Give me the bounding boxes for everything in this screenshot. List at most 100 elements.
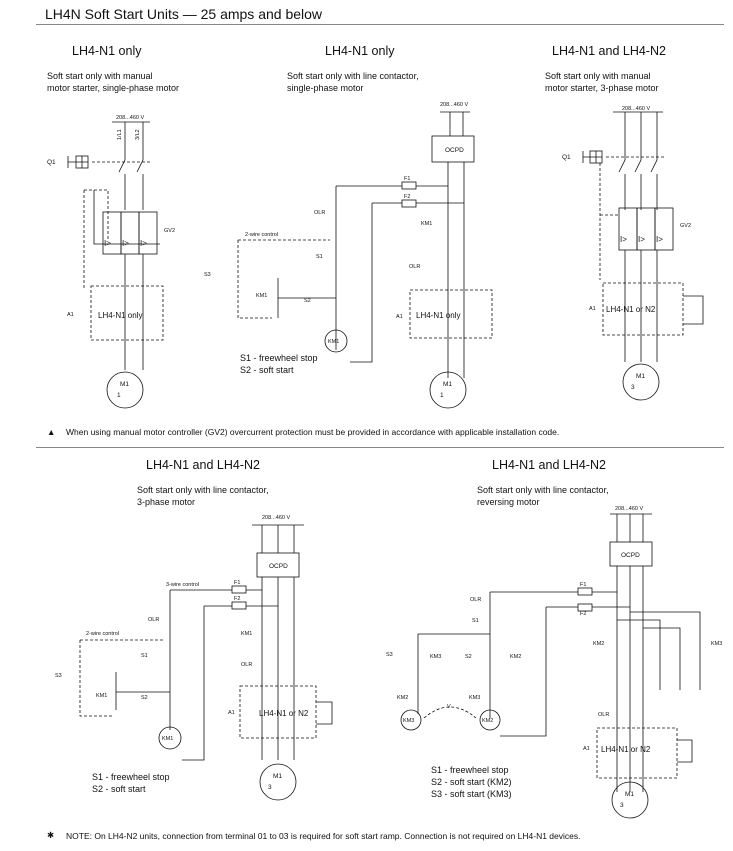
diagram4-heading: LH4-N1 and LH4-N2 [146, 458, 260, 472]
svg-text:OLR: OLR [470, 597, 481, 603]
svg-text:KM1: KM1 [162, 736, 173, 742]
svg-text:S3: S3 [204, 272, 211, 278]
svg-text:OLR: OLR [598, 712, 609, 718]
svg-text:A1: A1 [67, 312, 74, 318]
svg-text:LH4-N1 only: LH4-N1 only [416, 311, 460, 320]
svg-text:3: 3 [268, 784, 272, 791]
svg-text:A1: A1 [228, 710, 235, 716]
svg-text:GV2: GV2 [680, 223, 691, 229]
svg-text:2-wire control: 2-wire control [86, 631, 119, 637]
svg-text:OLR: OLR [314, 210, 325, 216]
svg-text:3: 3 [631, 384, 635, 391]
svg-text:I>: I> [140, 239, 147, 248]
svg-text:I>: I> [122, 239, 129, 248]
svg-text:I>: I> [638, 235, 645, 244]
svg-text:Q1: Q1 [47, 159, 56, 166]
svg-text:F2: F2 [404, 194, 410, 200]
svg-text:208...460 V: 208...460 V [615, 506, 643, 512]
section-rule [36, 447, 724, 448]
svg-text:A1: A1 [583, 746, 590, 752]
diagram5-desc: Soft start only with line contactor,reve… [477, 485, 609, 507]
svg-text:KM2: KM2 [482, 718, 493, 724]
svg-text:KM3: KM3 [403, 718, 414, 724]
svg-text:LH4-N1 only: LH4-N1 only [98, 311, 142, 320]
svg-text:S3: S3 [386, 652, 393, 658]
diagram5-heading: LH4-N1 and LH4-N2 [492, 458, 606, 472]
svg-text:OLR: OLR [148, 617, 159, 623]
diagram5: 208...460 V OCPD F1 F2 OLR S1 S3 KM3 S2 … [386, 506, 722, 819]
svg-text:OCPD: OCPD [269, 563, 288, 570]
svg-text:I>: I> [104, 239, 111, 248]
svg-text:LH4-N1 or N2: LH4-N1 or N2 [606, 305, 656, 314]
triangle-icon: ▲ [47, 427, 56, 437]
diagram4-desc: Soft start only with line contactor,3-ph… [137, 485, 269, 507]
svg-text:KM1: KM1 [241, 631, 252, 637]
gv2-note: When using manual motor controller (GV2)… [66, 427, 560, 437]
svg-text:KM2: KM2 [593, 641, 604, 647]
svg-text:KM3: KM3 [711, 641, 722, 647]
svg-text:A1: A1 [589, 306, 596, 312]
asterisk-icon: ✱ [47, 830, 55, 840]
svg-text:LH4-N1 or N2: LH4-N1 or N2 [259, 709, 309, 718]
svg-text:S3: S3 [55, 673, 62, 679]
svg-text:2-wire control: 2-wire control [245, 232, 278, 238]
svg-text:1/L1: 1/L1 [117, 129, 123, 140]
title-rule [36, 24, 724, 25]
svg-text:I>: I> [620, 235, 627, 244]
svg-text:KM1: KM1 [328, 339, 339, 345]
n2-note: NOTE: On LH4-N2 units, connection from t… [66, 831, 581, 841]
svg-text:F2: F2 [580, 611, 586, 617]
svg-text:208...460 V: 208...460 V [622, 106, 650, 112]
svg-text:LH4-N1 or N2: LH4-N1 or N2 [601, 745, 651, 754]
diagram2-heading: LH4-N1 only [325, 44, 395, 58]
svg-text:F1: F1 [234, 580, 240, 586]
svg-text:F1: F1 [404, 176, 410, 182]
svg-text:208...460 V: 208...460 V [116, 115, 144, 121]
svg-text:OCPD: OCPD [445, 147, 464, 154]
diagram2-desc: Soft start only with line contactor,sing… [287, 71, 419, 93]
svg-text:3: 3 [620, 802, 624, 809]
diagram3: 208...460 V Q1 I> I> I> GV2 A1 LH4-N1 or… [562, 106, 704, 401]
svg-text:F2: F2 [234, 596, 240, 602]
svg-text:KM3: KM3 [469, 695, 480, 701]
svg-text:GV2: GV2 [164, 228, 175, 234]
svg-text:S2: S2 [465, 654, 472, 660]
svg-text:Q1: Q1 [562, 154, 571, 161]
svg-text:KM1: KM1 [96, 693, 107, 699]
svg-text:1: 1 [440, 392, 444, 399]
svg-text:M1: M1 [636, 373, 645, 380]
svg-text:KM1: KM1 [421, 221, 432, 227]
svg-text:S2: S2 [141, 695, 148, 701]
svg-text:A1: A1 [396, 314, 403, 320]
diagram1-heading: LH4-N1 only [72, 44, 142, 58]
svg-text:KM2: KM2 [510, 654, 521, 660]
svg-text:OLR: OLR [409, 264, 420, 270]
svg-text:I>: I> [656, 235, 663, 244]
svg-text:208...460 V: 208...460 V [262, 515, 290, 521]
svg-text:3/L2: 3/L2 [135, 129, 141, 140]
svg-text:KM2: KM2 [397, 695, 408, 701]
svg-text:M1: M1 [625, 791, 634, 798]
page-title: LH4N Soft Start Units — 25 amps and belo… [45, 6, 323, 22]
svg-text:OCPD: OCPD [621, 552, 640, 559]
svg-text:1: 1 [117, 392, 121, 399]
svg-text:V: V [447, 704, 451, 710]
svg-text:S1: S1 [316, 254, 323, 260]
svg-text:M1: M1 [273, 773, 282, 780]
svg-text:F1: F1 [580, 582, 586, 588]
svg-text:3-wire control: 3-wire control [166, 582, 199, 588]
svg-text:KM1: KM1 [256, 293, 267, 299]
svg-text:KM3: KM3 [430, 654, 441, 660]
svg-text:OLR: OLR [241, 662, 252, 668]
diagram4: 208...460 V OCPD F1 F2 3-wire control OL… [55, 515, 333, 801]
diagram2: 208...460 V OCPD F1 F2 OLR KM1 2-wire co… [204, 102, 493, 409]
svg-text:S1: S1 [141, 653, 148, 659]
svg-text:S1: S1 [472, 618, 479, 624]
svg-text:M1: M1 [443, 381, 452, 388]
